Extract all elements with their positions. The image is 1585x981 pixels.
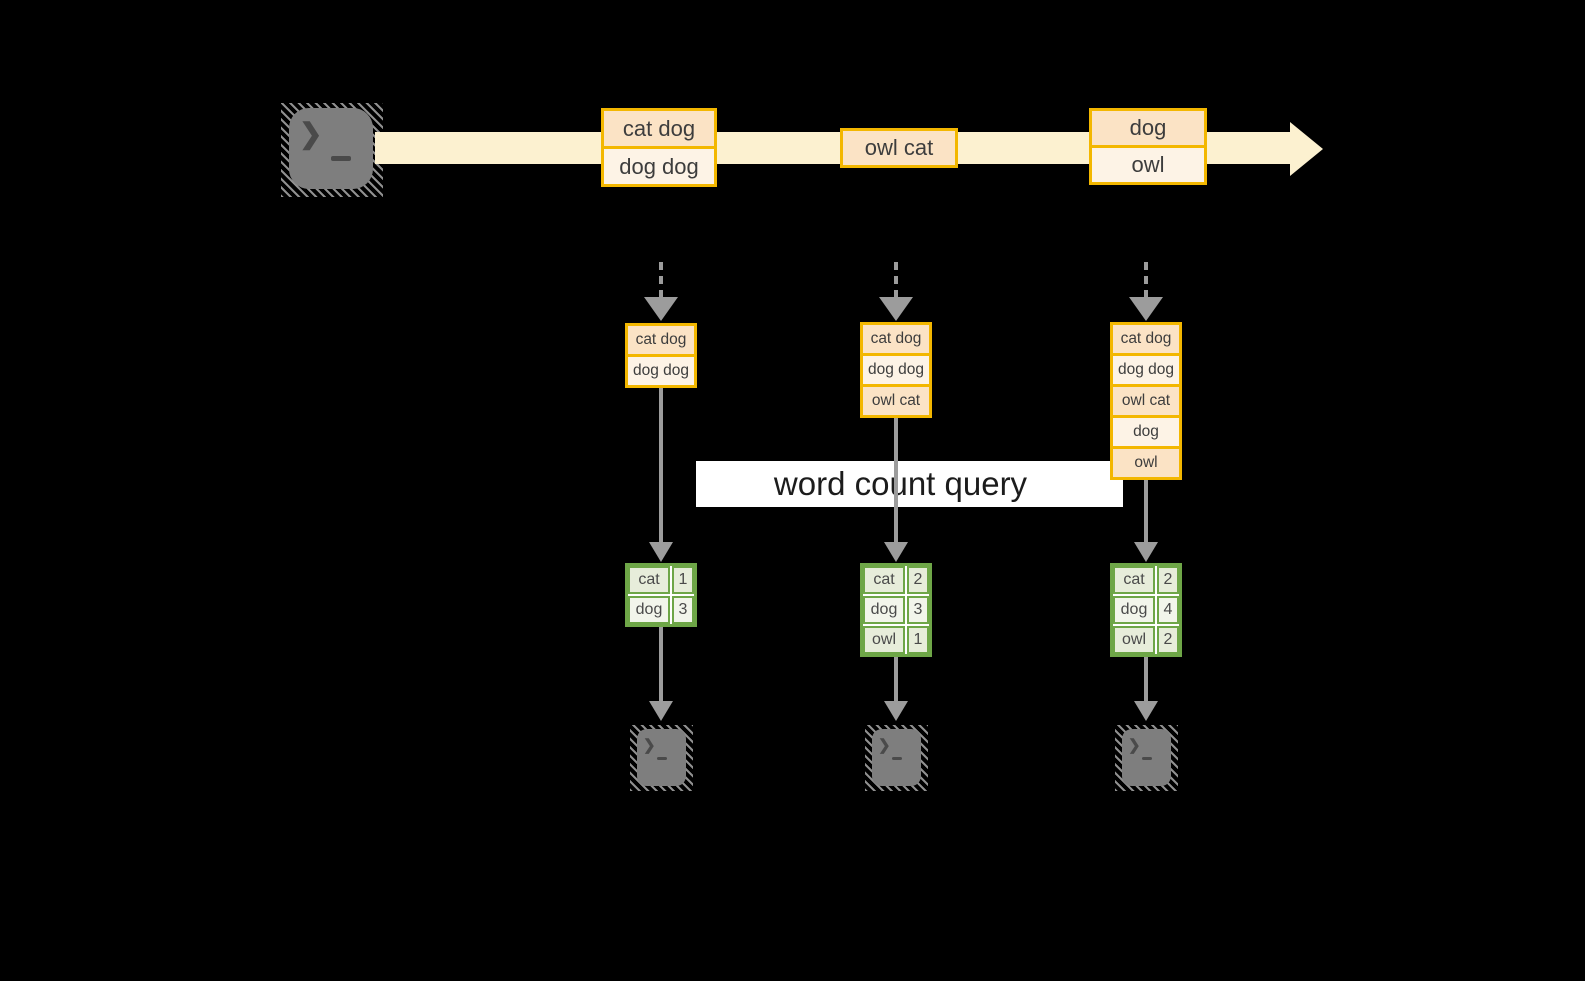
state-buffer-3: cat dog dog dog owl cat dog owl xyxy=(1110,322,1182,480)
query-arrow-1 xyxy=(659,388,663,542)
state-buffer-2: cat dog dog dog owl cat xyxy=(860,322,932,418)
stream-event-group-2: owl cat xyxy=(840,128,958,168)
count-cell: 2 xyxy=(907,566,929,594)
state-record: dog dog xyxy=(628,354,694,385)
state-record: owl xyxy=(1113,446,1179,477)
state-record: dog dog xyxy=(863,353,929,384)
count-cell: 1 xyxy=(672,566,694,594)
state-record: cat dog xyxy=(863,325,929,353)
terminal-cursor-icon xyxy=(1142,757,1152,760)
word-count-table-1: cat 1 dog 3 xyxy=(625,563,697,627)
stream-event: owl xyxy=(1092,145,1204,182)
stream-event: owl cat xyxy=(843,131,955,165)
query-arrowhead-1 xyxy=(649,542,673,562)
state-record: owl cat xyxy=(863,384,929,415)
count-cell: 2 xyxy=(1157,566,1179,594)
ingest-arrowhead-3 xyxy=(1129,297,1163,321)
stream-event: dog xyxy=(1092,111,1204,145)
terminal-cursor-icon xyxy=(657,757,667,760)
ingest-arrow-2 xyxy=(894,262,898,298)
word-cell: cat xyxy=(1113,566,1155,594)
state-record: cat dog xyxy=(628,326,694,354)
terminal-screen: ❯ xyxy=(1122,729,1171,786)
query-arrowhead-3 xyxy=(1134,542,1158,562)
count-cell: 3 xyxy=(672,596,694,624)
count-cell: 2 xyxy=(1157,626,1179,654)
count-cell: 4 xyxy=(1157,596,1179,624)
query-label-band: word count query xyxy=(696,461,1123,507)
state-record: cat dog xyxy=(1113,325,1179,353)
sink-terminal-icon-3: ❯ xyxy=(1115,725,1178,791)
stream-event-group-1: cat dog dog dog xyxy=(601,108,717,187)
stream-event: cat dog xyxy=(604,111,714,146)
terminal-prompt-icon: ❯ xyxy=(1128,737,1141,754)
sink-terminal-icon-1: ❯ xyxy=(630,725,693,791)
terminal-cursor-icon xyxy=(892,757,902,760)
word-cell: owl xyxy=(1113,626,1155,654)
stream-arrowhead-icon xyxy=(1290,122,1323,176)
stream-event-group-3: dog owl xyxy=(1089,108,1207,185)
output-arrow-2 xyxy=(894,657,898,701)
terminal-prompt-icon: ❯ xyxy=(878,737,891,754)
terminal-cursor-icon xyxy=(331,156,351,161)
query-arrow-2 xyxy=(894,418,898,542)
output-arrow-1 xyxy=(659,627,663,701)
state-record: dog dog xyxy=(1113,353,1179,384)
stream-event: dog dog xyxy=(604,146,714,184)
output-arrowhead-2 xyxy=(884,701,908,721)
word-cell: dog xyxy=(863,596,905,624)
source-terminal-icon: ❯ xyxy=(281,103,383,197)
terminal-screen: ❯ xyxy=(637,729,686,786)
state-record: dog xyxy=(1113,415,1179,446)
sink-terminal-icon-2: ❯ xyxy=(865,725,928,791)
query-arrow-3 xyxy=(1144,480,1148,542)
word-count-table-3: cat 2 dog 4 owl 2 xyxy=(1110,563,1182,657)
word-cell: owl xyxy=(863,626,905,654)
word-count-table-2: cat 2 dog 3 owl 1 xyxy=(860,563,932,657)
count-cell: 1 xyxy=(907,626,929,654)
ingest-arrow-1 xyxy=(659,262,663,298)
query-label: word count query xyxy=(773,465,1028,502)
output-arrowhead-3 xyxy=(1134,701,1158,721)
count-cell: 3 xyxy=(907,596,929,624)
state-record: owl cat xyxy=(1113,384,1179,415)
output-arrow-3 xyxy=(1144,657,1148,701)
ingest-arrow-3 xyxy=(1144,262,1148,298)
word-cell: cat xyxy=(628,566,670,594)
ingest-arrowhead-1 xyxy=(644,297,678,321)
ingest-arrowhead-2 xyxy=(879,297,913,321)
terminal-prompt-icon: ❯ xyxy=(299,118,323,149)
output-arrowhead-1 xyxy=(649,701,673,721)
word-cell: dog xyxy=(1113,596,1155,624)
word-cell: dog xyxy=(628,596,670,624)
state-buffer-1: cat dog dog dog xyxy=(625,323,697,388)
terminal-screen: ❯ xyxy=(289,108,373,189)
query-arrowhead-2 xyxy=(884,542,908,562)
terminal-prompt-icon: ❯ xyxy=(643,737,656,754)
word-cell: cat xyxy=(863,566,905,594)
terminal-screen: ❯ xyxy=(872,729,921,786)
